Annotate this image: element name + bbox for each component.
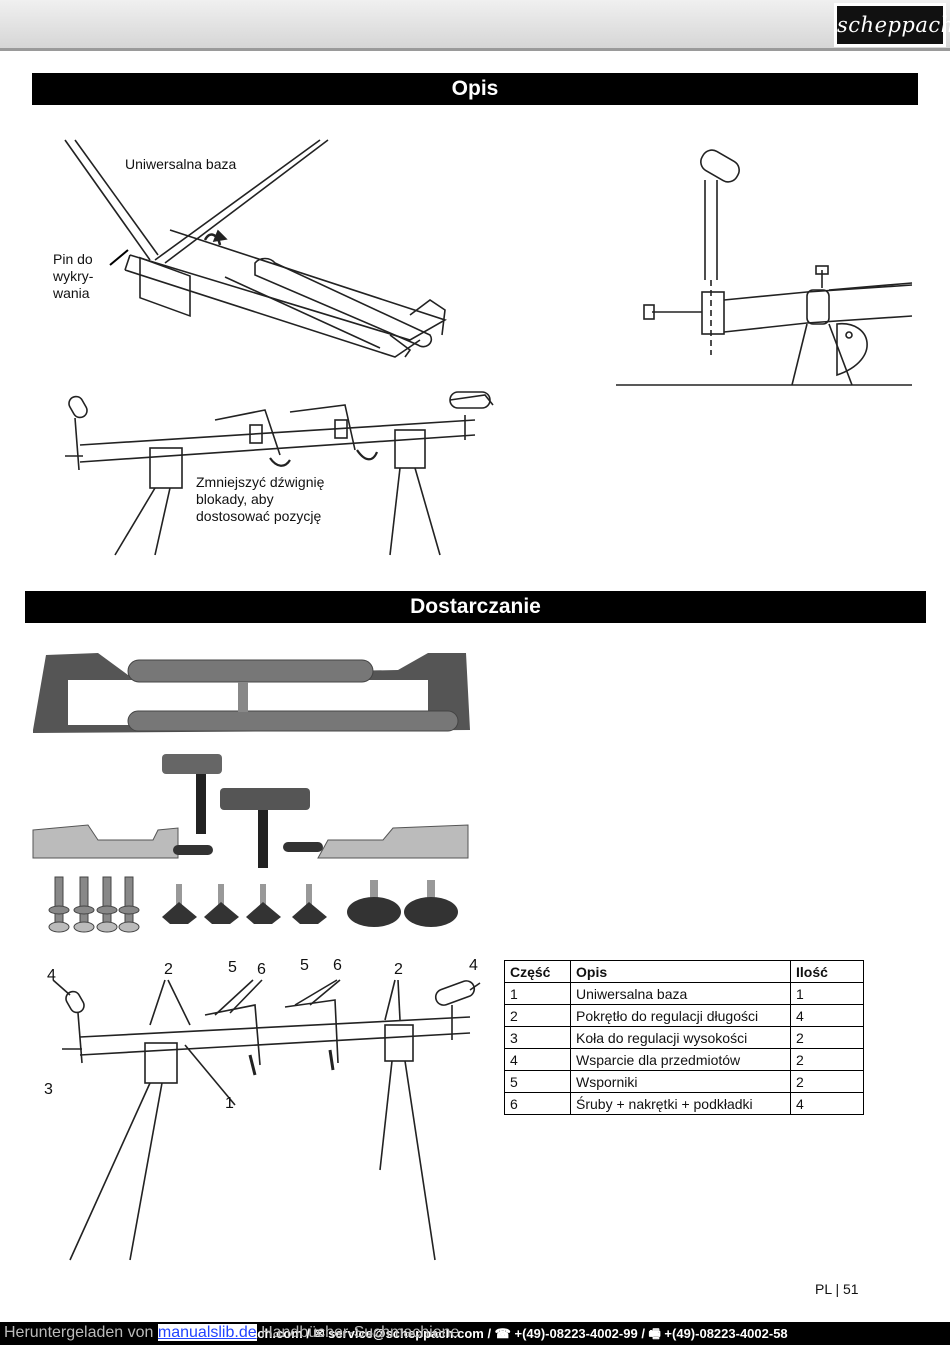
callout-4-right: 4 [469, 957, 478, 974]
part-quantity: 1 [790, 982, 864, 1005]
label-pin-text: Pin do wykry- wania [53, 251, 94, 301]
part-quantity: 2 [790, 1048, 864, 1071]
callout-2-left: 2 [164, 961, 173, 978]
table-row: 4 Wsparcie dla przedmiotów 2 [504, 1048, 864, 1071]
table-row: 5 Wsporniki 2 [504, 1070, 864, 1093]
label-universal-base: Uniwersalna baza [125, 156, 237, 172]
section-title-opis: Opis [32, 73, 918, 105]
label-pin: Pin do wykry- wania [53, 251, 113, 302]
part-quantity: 2 [790, 1026, 864, 1049]
callout-2-right: 2 [394, 961, 403, 978]
footer-bar: ach.com / ✉ service@scheppach.com / ☎ +(… [0, 1322, 950, 1345]
part-description: Śruby + nakrętki + podkładki [570, 1092, 791, 1115]
part-number: 4 [504, 1048, 571, 1071]
callout-4-left: 4 [47, 967, 56, 984]
part-number: 5 [504, 1070, 571, 1093]
callout-1: 1 [225, 1095, 234, 1112]
numbered-stand-figure [52, 979, 481, 1261]
part-quantity: 4 [790, 1092, 864, 1115]
workpiece-support-detail-figure [616, 149, 913, 386]
part-quantity: 4 [790, 1004, 864, 1027]
delivered-base-photo [33, 653, 470, 733]
part-description: Koła do regulacji wysokości [570, 1026, 791, 1049]
page-number: PL | 51 [815, 1281, 859, 1297]
col-header-part: Część [504, 960, 571, 983]
part-number: 3 [504, 1026, 571, 1049]
download-notice: Heruntergeladen von manualslib.de Handbü… [4, 1323, 459, 1343]
download-suffix: Handbücher-Suchmachiene [256, 1324, 460, 1341]
table-header-row: Część Opis Ilość [504, 960, 864, 983]
part-description: Pokrętło do regulacji długości [570, 1004, 791, 1027]
part-quantity: 2 [790, 1070, 864, 1093]
label-lock-lever-text: Zmniejszyć dźwignię blokady, aby dostoso… [196, 474, 325, 524]
table-row: 3 Koła do regulacji wysokości 2 [504, 1026, 864, 1049]
parts-table: Część Opis Ilość 1 Uniwersalna baza 1 2 … [504, 960, 864, 1115]
hardware-photo [48, 876, 458, 933]
part-number: 1 [504, 982, 571, 1005]
col-header-quantity: Ilość [790, 960, 864, 983]
callout-6-left: 6 [257, 961, 266, 978]
footer-contact: ach.com / ✉ service@scheppach.com / ☎ +(… [250, 1326, 788, 1341]
part-number: 6 [504, 1092, 571, 1115]
header-bar: scheppach [0, 0, 950, 51]
part-description: Wsparcie dla przedmiotów [570, 1048, 791, 1071]
download-prefix: Heruntergeladen von [4, 1324, 158, 1341]
callout-5-right: 5 [300, 957, 309, 974]
table-row: 1 Uniwersalna baza 1 [504, 982, 864, 1005]
label-lock-lever: Zmniejszyć dźwignię blokady, aby dostoso… [196, 474, 366, 525]
extended-stand-figure [65, 391, 494, 556]
callout-5-left: 5 [228, 959, 237, 976]
table-row: 6 Śruby + nakrętki + podkładki 4 [504, 1092, 864, 1115]
roller-supports-photo [162, 754, 310, 868]
manualslib-link[interactable]: manualslib.de [157, 1324, 257, 1341]
universal-base-figure [64, 139, 447, 358]
part-description: Uniwersalna baza [570, 982, 791, 1005]
section-title-dostarczanie: Dostarczanie [25, 591, 926, 623]
brackets-photo [32, 824, 469, 859]
part-description: Wsporniki [570, 1070, 791, 1093]
callout-3: 3 [44, 1081, 53, 1098]
scheppach-logo: scheppach [834, 3, 950, 47]
col-header-description: Opis [570, 960, 791, 983]
logo-text: scheppach [837, 6, 950, 44]
table-row: 2 Pokrętło do regulacji długości 4 [504, 1004, 864, 1027]
part-number: 2 [504, 1004, 571, 1027]
callout-6-right: 6 [333, 957, 342, 974]
